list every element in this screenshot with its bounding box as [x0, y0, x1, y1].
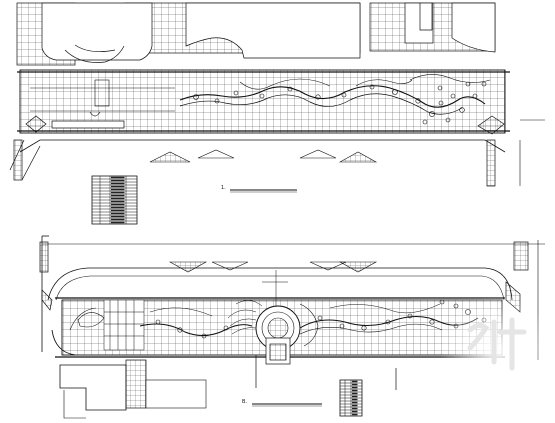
table-cell-text: [111, 185, 125, 188]
table-cell-text: [352, 398, 358, 401]
table-cell-text: [352, 389, 358, 392]
table-cell-text: [352, 380, 358, 383]
table-cell-text: [352, 392, 358, 395]
plan-b-road-top: [47, 267, 513, 301]
plan-a-table-rows: [92, 176, 137, 224]
watermark-fade: [440, 295, 555, 405]
table-cell-text: [352, 407, 358, 410]
plan-b-table-rows: [340, 380, 362, 416]
table-cell-text: [352, 395, 358, 398]
table-cell-text: [111, 221, 125, 224]
table-cell-text: [111, 191, 125, 194]
plan-b-building-bottom-left: [59, 364, 127, 411]
plan-a-label: 1.: [221, 185, 226, 191]
table-cell-text: [352, 383, 358, 386]
plan-b-hatch-left: [39, 241, 49, 273]
plan-b-central-plaza: [227, 270, 319, 365]
plan-a-hatch-left: [25, 115, 47, 133]
table-cell-text: [111, 200, 125, 203]
plan-b-grid-bottom: [125, 359, 147, 409]
plan-b: [39, 235, 545, 419]
table-cell-text: [111, 218, 125, 221]
table-cell-text: [352, 404, 358, 407]
table-cell-text: [352, 410, 358, 413]
plan-b-road-markers: [168, 261, 378, 273]
plan-b-label: B.: [242, 399, 247, 405]
table-cell-text: [111, 179, 125, 182]
plan-a-building-far-right: [451, 2, 496, 53]
table-cell-text: [111, 194, 125, 197]
watermark-logo: [467, 317, 527, 371]
plan-b-meander-path: [139, 323, 253, 336]
table-cell-text: [352, 386, 358, 389]
plan-a-road: [19, 139, 506, 153]
table-cell-text: [111, 206, 125, 209]
table-cell-text: [352, 401, 358, 404]
table-cell-text: [111, 176, 125, 179]
table-cell-text: [352, 413, 358, 416]
table-cell-text: [111, 203, 125, 206]
table-cell-text: [111, 197, 125, 200]
table-cell-text: [111, 209, 125, 212]
table-cell-text: [111, 182, 125, 185]
plan-a-building-left: [41, 2, 153, 61]
plan-a-meander-path: [179, 85, 486, 108]
plan-a-building-right: [404, 2, 434, 44]
table-cell-text: [111, 212, 125, 215]
plan-a-building-mid: [185, 2, 361, 59]
plan-b-hatch-right: [513, 241, 529, 271]
plan-a-hatch-right: [477, 115, 505, 135]
plan-a: [9, 2, 545, 225]
plan-a-trees: [193, 81, 487, 125]
table-cell-text: [111, 215, 125, 218]
plan-a-road-markers: [149, 149, 378, 163]
table-cell-text: [111, 188, 125, 191]
